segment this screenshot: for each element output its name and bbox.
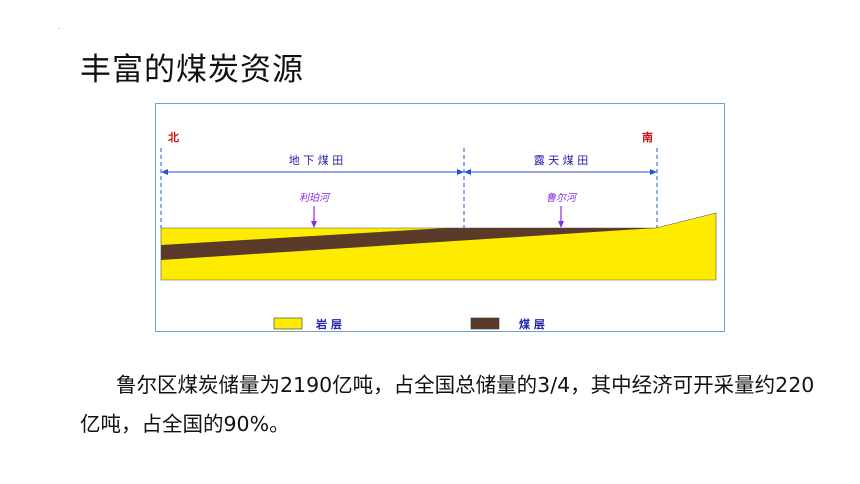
section-opencast-label: 露 天 煤 田 — [534, 154, 589, 167]
north-label: 北 — [168, 130, 179, 144]
legend-rock-swatch — [273, 317, 303, 330]
arrowhead-mid-right — [464, 169, 471, 175]
arrowhead-left — [161, 169, 168, 175]
south-label: 南 — [642, 130, 653, 144]
river-2-arrowhead — [558, 221, 564, 228]
river-1-arrowhead — [311, 221, 317, 228]
arrowhead-mid-left — [457, 169, 464, 175]
corner-mark: . — [58, 22, 61, 31]
legend-rock-label: 岩 层 — [315, 317, 342, 331]
river-2-label: 鲁尔河 — [546, 192, 578, 204]
river-1-label: 利珀河 — [299, 192, 331, 204]
coal-seam — [161, 228, 656, 260]
coal-cross-section-diagram: 北 南 地 下 煤 田 露 天 煤 田 利珀河 鲁尔河 岩 层 煤 层 — [155, 103, 725, 332]
legend-coal-label: 煤 层 — [519, 317, 545, 331]
section-underground-label: 地 下 煤 田 — [289, 154, 344, 167]
arrowhead-right — [650, 169, 657, 175]
body-paragraph: 鲁尔区煤炭储量为2190亿吨，占全国总储量的3/4，其中经济可开采量约220亿吨… — [80, 373, 815, 436]
page-title: 丰富的煤炭资源 — [80, 52, 304, 88]
legend-coal-swatch — [470, 317, 500, 330]
